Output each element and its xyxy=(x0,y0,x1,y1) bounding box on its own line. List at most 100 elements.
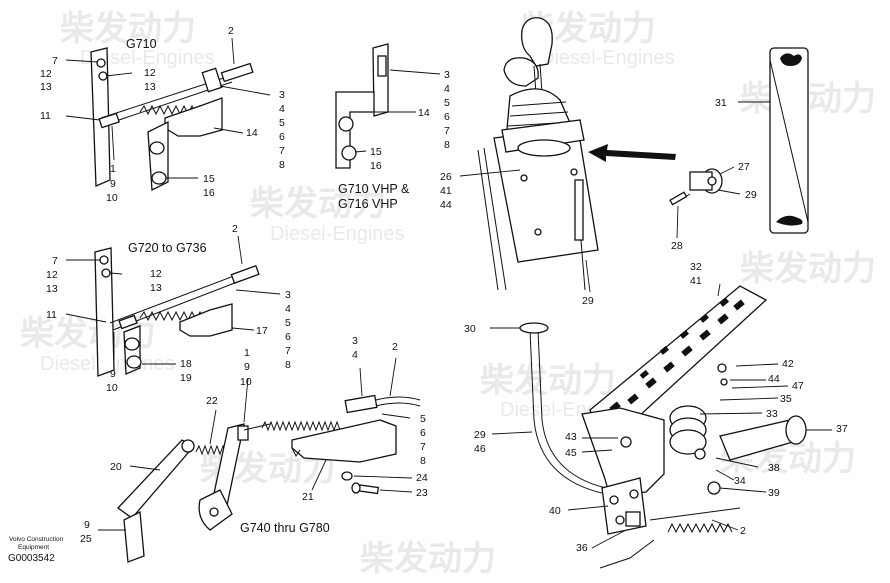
callout-6: 6 xyxy=(279,131,285,143)
assembly-g710-vhp xyxy=(335,43,441,169)
callout-38: 38 xyxy=(768,462,780,474)
assembly-accelerator-pedal xyxy=(490,283,832,569)
callout-9: 9 xyxy=(84,519,90,531)
callout-10: 10 xyxy=(106,192,118,204)
pedal-grip-pattern xyxy=(609,297,745,413)
callout-34: 34 xyxy=(734,475,746,487)
callout-29: 29 xyxy=(582,295,594,307)
callout-5: 5 xyxy=(444,97,450,109)
callout-7: 7 xyxy=(279,145,285,157)
callout-18: 18 xyxy=(180,358,192,370)
callout-3: 3 xyxy=(444,69,450,81)
assembly-g740-g780 xyxy=(98,357,421,563)
callout-21: 21 xyxy=(302,491,314,503)
callout-7: 7 xyxy=(52,55,58,67)
callout-36: 36 xyxy=(576,542,588,554)
callout-44: 44 xyxy=(440,199,452,211)
callout-45: 45 xyxy=(565,447,577,459)
callout-2: 2 xyxy=(232,223,238,235)
callout-4: 4 xyxy=(444,83,450,95)
callout-44: 44 xyxy=(768,373,780,385)
callout-6: 6 xyxy=(285,331,291,343)
callout-19: 19 xyxy=(180,372,192,384)
assembly-g720-g736 xyxy=(65,235,281,377)
callout-10: 10 xyxy=(240,376,252,388)
watermark-text: 柴发动力 xyxy=(60,9,196,49)
callout-12: 12 xyxy=(40,68,52,80)
watermark-text: 柴发动力 xyxy=(250,184,386,224)
callout-11: 11 xyxy=(40,110,51,122)
watermark-text: 柴发动力 xyxy=(740,249,876,289)
callout-14: 14 xyxy=(418,107,430,119)
callout-6: 6 xyxy=(444,111,450,123)
watermark-text: 柴发动力 xyxy=(360,539,496,579)
callout-17: 17 xyxy=(256,325,268,337)
caption-g740-g780: G740 thru G780 xyxy=(240,521,330,535)
callout-25: 25 xyxy=(80,533,92,545)
callout-1: 1 xyxy=(110,163,116,175)
callout-14: 14 xyxy=(246,127,258,139)
caption-g716-vhp: G716 VHP xyxy=(338,197,398,211)
callout-24: 24 xyxy=(416,472,428,484)
callout-20: 20 xyxy=(110,461,122,473)
callout-3: 3 xyxy=(285,289,291,301)
callout-46: 46 xyxy=(474,443,486,455)
callout-9: 9 xyxy=(110,368,116,380)
callout-8: 8 xyxy=(420,455,426,467)
callout-22: 22 xyxy=(206,395,218,407)
callout-5: 5 xyxy=(420,413,426,425)
callout-10: 10 xyxy=(106,382,118,394)
callout-26: 26 xyxy=(440,171,452,183)
callout-7: 7 xyxy=(52,255,58,267)
callout-35: 35 xyxy=(780,393,792,405)
callout-6: 6 xyxy=(420,427,426,439)
callout-30: 30 xyxy=(464,323,476,335)
callout-33: 33 xyxy=(766,408,778,420)
callout-2: 2 xyxy=(392,341,398,353)
callout-41: 41 xyxy=(690,275,702,287)
callout-8: 8 xyxy=(285,359,291,371)
caption-g710-vhp: G710 VHP & xyxy=(338,182,410,196)
callout-13: 13 xyxy=(150,282,162,294)
callout-27: 27 xyxy=(738,161,750,173)
callout-29: 29 xyxy=(474,429,486,441)
callout-32: 32 xyxy=(690,261,702,273)
callout-28: 28 xyxy=(671,240,683,252)
callout-8: 8 xyxy=(279,159,285,171)
callout-16: 16 xyxy=(203,187,215,199)
caption-g710: G710 xyxy=(126,37,157,51)
callout-3: 3 xyxy=(279,89,285,101)
callout-12: 12 xyxy=(144,67,156,79)
callout-7: 7 xyxy=(285,345,291,357)
callout-12: 12 xyxy=(150,268,162,280)
callout-11: 11 xyxy=(46,309,57,321)
callout-7: 7 xyxy=(444,125,450,137)
callout-15: 15 xyxy=(203,173,215,185)
footer-company: Volvo Construction xyxy=(9,536,64,543)
callout-13: 13 xyxy=(144,81,156,93)
callout-47: 47 xyxy=(792,380,804,392)
callout-42: 42 xyxy=(782,358,794,370)
callout-12: 12 xyxy=(46,269,58,281)
callout-16: 16 xyxy=(370,160,382,172)
callout-4: 4 xyxy=(285,303,291,315)
callout-2: 2 xyxy=(228,25,234,37)
callout-39: 39 xyxy=(768,487,780,499)
callout-43: 43 xyxy=(565,431,577,443)
callout-15: 15 xyxy=(370,146,382,158)
watermark-text: Diesel-Engines xyxy=(80,47,215,69)
callout-41: 41 xyxy=(440,185,452,197)
assembly-g710 xyxy=(65,37,271,192)
callout-8: 8 xyxy=(444,139,450,151)
callout-9: 9 xyxy=(110,178,116,190)
footer-company-2: Equipment xyxy=(18,544,49,551)
callout-5: 5 xyxy=(279,117,285,129)
assembly-control-lever xyxy=(459,17,809,293)
callout-7: 7 xyxy=(420,441,426,453)
callout-2: 2 xyxy=(740,525,746,537)
watermark-text: Diesel-Engines xyxy=(540,47,675,69)
callout-37: 37 xyxy=(836,423,848,435)
drawing-reference: G0003542 xyxy=(8,553,55,564)
